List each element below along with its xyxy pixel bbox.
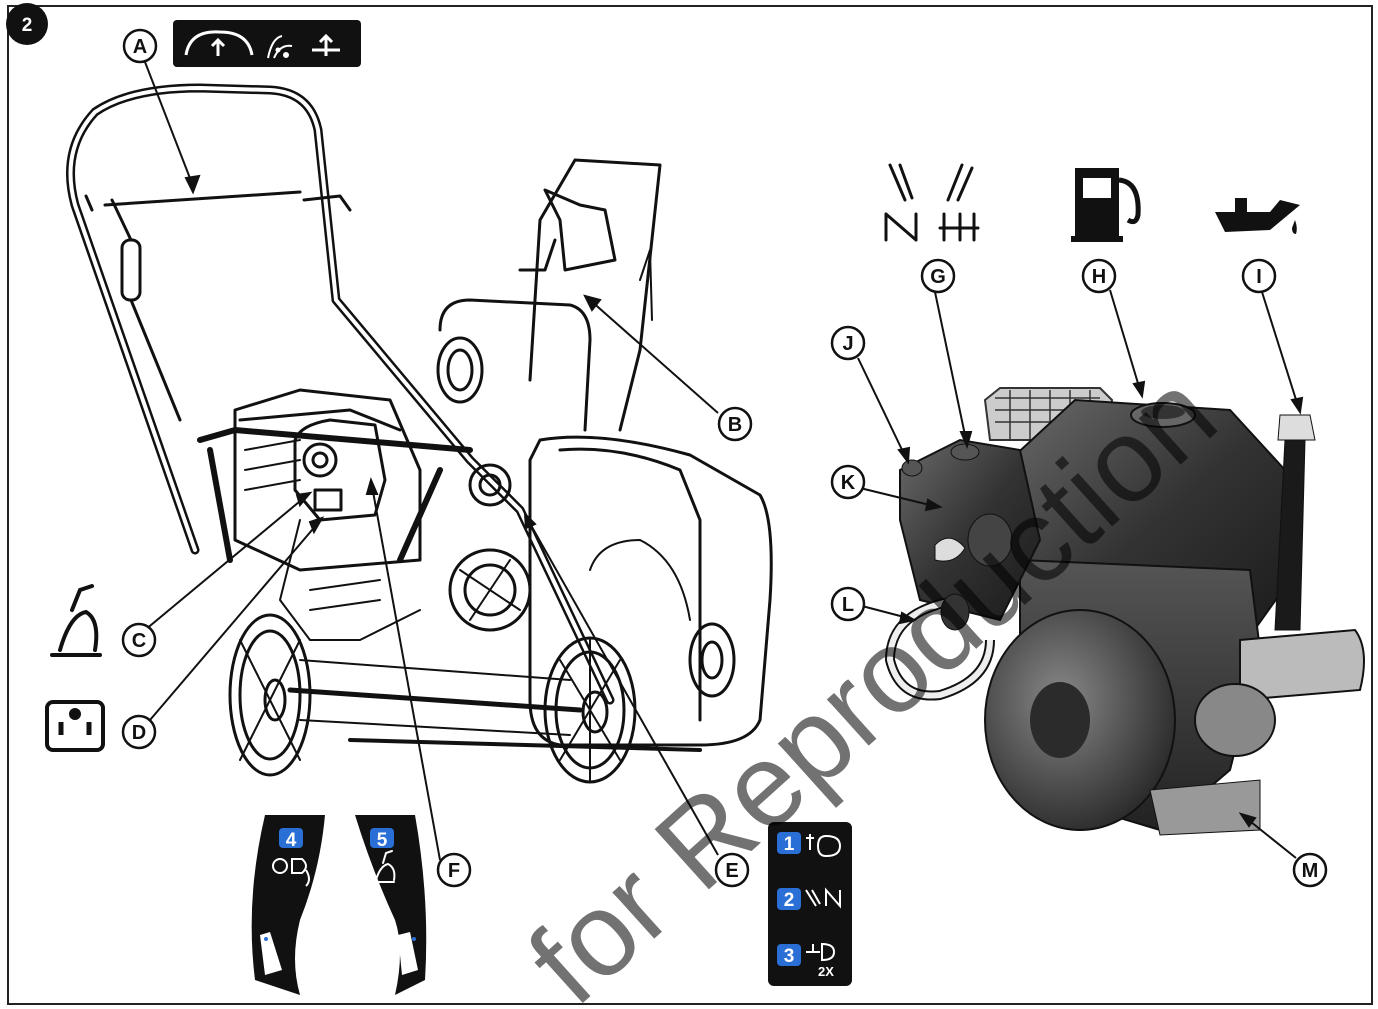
decal-middle-step-number: 5 [377, 830, 388, 851]
snowblower-illustration [66, 83, 773, 784]
svg-text:J: J [842, 333, 853, 355]
figure-frame [7, 5, 1373, 1005]
svg-text:A: A [133, 36, 147, 58]
callout-h: H [1081, 258, 1117, 294]
snow-throw-icon [267, 35, 293, 59]
callout-d: D [121, 714, 157, 750]
oil-can-icon [1215, 198, 1300, 234]
leader-lines [144, 61, 1304, 861]
callout-j: J [830, 325, 866, 361]
primer-press-icon [806, 942, 836, 962]
callout-b: B [717, 406, 753, 442]
auger-lever-icon [371, 850, 396, 883]
svg-text:E: E [725, 860, 738, 882]
choke-icon [884, 163, 918, 242]
svg-text:G: G [930, 266, 946, 288]
decal-right-step-2: 2 [784, 890, 795, 911]
callout-f: F [436, 852, 472, 888]
callout-i: I [1241, 258, 1277, 294]
svg-text:K: K [841, 472, 856, 494]
decal-right-start-steps: 1 2 3 2X [768, 822, 852, 986]
decal-right-step-3: 3 [784, 946, 795, 967]
callouts: A B C D E F G H I J K L M [121, 28, 1328, 888]
handle-engage-icon [184, 30, 254, 56]
top-icon-panel [173, 20, 361, 67]
svg-text:D: D [132, 722, 146, 744]
figure-number-badge: 2 [6, 3, 48, 45]
key-insert-icon [806, 834, 842, 858]
svg-text:C: C [132, 630, 146, 652]
figure-number: 2 [22, 15, 33, 36]
throttle-icon [938, 163, 980, 242]
decal-right-step-1: 1 [784, 834, 795, 855]
decal-middle-auger: 5 [355, 815, 427, 995]
callout-c: C [121, 622, 157, 658]
callout-a: A [122, 28, 158, 64]
decal-left-step-number: 4 [286, 830, 297, 851]
engine-illustration [884, 387, 1365, 836]
decal-right-repeat-label: 2X [818, 964, 834, 979]
decal-left-choke: 4 [251, 815, 325, 995]
outlet-icon [45, 700, 105, 752]
chute-deflector-icon [312, 33, 340, 56]
svg-text:B: B [728, 414, 742, 436]
svg-text:L: L [842, 594, 854, 616]
svg-text:F: F [448, 860, 460, 882]
callout-l: L [830, 586, 866, 622]
callout-e: E [714, 852, 750, 888]
svg-text:H: H [1092, 266, 1106, 288]
choke-neutral-icon [805, 887, 841, 909]
svg-text:I: I [1256, 266, 1262, 288]
primer-icon [272, 858, 310, 887]
fuel-pump-icon [1071, 168, 1141, 242]
callout-k: K [830, 464, 866, 500]
callout-g: G [920, 258, 956, 294]
auger-control-icon [50, 584, 102, 657]
svg-text:M: M [1302, 860, 1319, 882]
callout-m: M [1292, 852, 1328, 888]
